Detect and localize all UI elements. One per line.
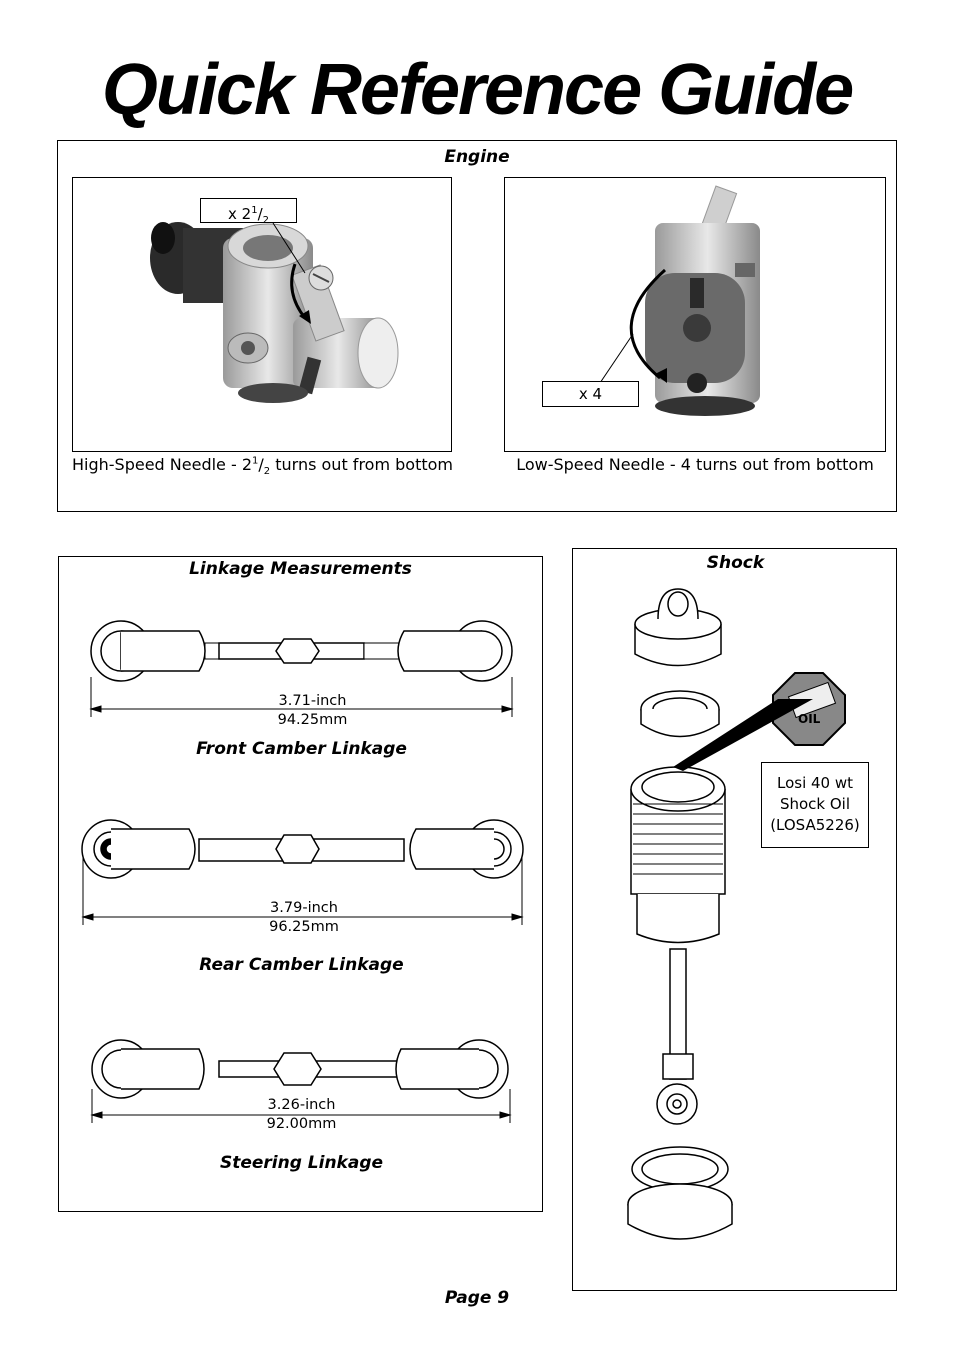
engine-panel: Engine <box>57 140 897 512</box>
rear-camber-mm: 96.25mm <box>269 919 339 935</box>
rear-camber-name: Rear Camber Linkage <box>199 955 404 975</box>
rear-camber-linkage-drawing <box>81 819 524 925</box>
steering-mm: 92.00mm <box>266 1116 337 1132</box>
high-caption-sup: 1 <box>252 455 259 467</box>
low-speed-turns-label: x 4 <box>542 381 639 407</box>
carburetor-illustration-high <box>150 222 399 403</box>
high-caption-pre: High-Speed Needle - 2 <box>72 455 253 474</box>
steering-linkage-drawing <box>90 1039 512 1123</box>
carburetor-illustration-low <box>599 185 760 416</box>
shock-oil-line3: (LOSA5226) <box>770 816 860 834</box>
oil-icon-label: OIL <box>798 712 821 726</box>
linkage-panel: Linkage Measurements 3.71-inch 94.25mm F… <box>58 556 543 1212</box>
steering-inch: 3.26-inch <box>267 1097 336 1113</box>
high-caption-post: turns out from bottom <box>270 455 453 474</box>
steering-measurement: 3.26-inch 92.00mm <box>59 1096 544 1134</box>
linkage-title: Linkage Measurements <box>189 559 412 579</box>
high-speed-needle-photo: x 21/2 <box>72 177 452 452</box>
rear-camber-inch: 3.79-inch <box>270 900 338 916</box>
high-label-main: x 2 <box>227 205 252 223</box>
high-label-sub: 2 <box>262 215 269 226</box>
high-label-sup: 1 <box>251 205 258 216</box>
high-caption-sub: 2 <box>263 466 271 478</box>
high-speed-caption: High-Speed Needle - 21/2 turns out from … <box>72 455 453 478</box>
shock-oil-label: Losi 40 wt Shock Oil (LOSA5226) <box>761 762 869 848</box>
rear-camber-measurement: 3.79-inch 96.25mm <box>59 899 549 937</box>
shock-oil-line1: Losi 40 wt <box>776 774 854 792</box>
shock-exploded-drawing <box>627 588 846 1240</box>
shock-title: Shock <box>706 553 765 573</box>
front-camber-linkage-drawing <box>89 620 514 717</box>
front-camber-measurement: 3.71-inch 94.25mm <box>59 692 566 730</box>
page-title: Quick Reference Guide <box>101 50 854 130</box>
high-speed-turns-label: x 21/2 <box>200 198 297 226</box>
shock-oil-line2: Shock Oil <box>779 795 851 813</box>
front-camber-inch: 3.71-inch <box>278 693 347 709</box>
low-speed-needle-photo: x 4 <box>504 177 886 452</box>
engine-title: Engine <box>444 147 510 167</box>
low-speed-caption: Low-Speed Needle - 4 turns out from bott… <box>516 455 874 474</box>
page-number: Page 9 <box>444 1288 510 1308</box>
steering-name: Steering Linkage <box>219 1153 384 1173</box>
shock-panel: Shock <box>572 548 897 1291</box>
front-camber-mm: 94.25mm <box>277 712 348 728</box>
front-camber-name: Front Camber Linkage <box>196 739 407 759</box>
